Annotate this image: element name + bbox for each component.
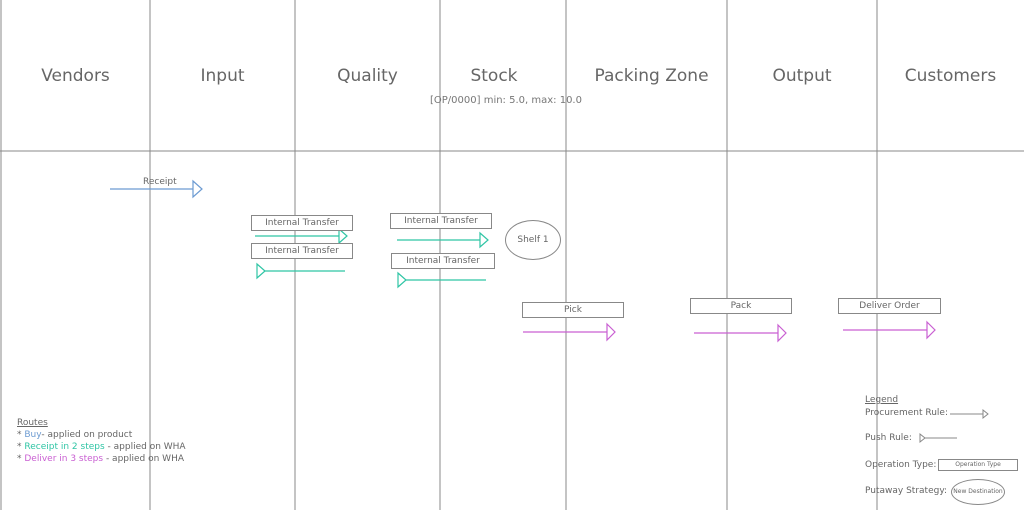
pack-arrow <box>694 323 787 343</box>
operation-internal-transfer[interactable]: Internal Transfer <box>391 253 495 269</box>
legend-panel: Legend Procurement Rule: Push Rule: Oper… <box>865 395 1018 505</box>
route-deliver-detail: - applied on WHA <box>103 454 184 464</box>
internal-transfer-arrow <box>397 231 489 249</box>
route-buy-detail: - applied on product <box>41 430 133 440</box>
route-bullet: * <box>17 454 25 464</box>
legend-operation-type: Operation Type: <box>865 460 937 470</box>
legend-procurement-arrow <box>950 408 989 420</box>
legend-push-rule: Push Rule: <box>865 433 912 443</box>
operation-internal-transfer[interactable]: Internal Transfer <box>390 213 492 229</box>
operation-pick[interactable]: Pick <box>522 302 624 318</box>
route-bullet: * <box>17 430 25 440</box>
internal-transfer-arrow <box>255 227 348 245</box>
column-header-input: Input <box>200 66 245 86</box>
deliver-order-arrow <box>843 320 936 340</box>
operation-pack[interactable]: Pack <box>690 298 792 314</box>
column-header-stock: Stock <box>470 66 518 86</box>
route-buy-name[interactable]: Buy <box>24 430 42 440</box>
legend-putaway-strategy: Putaway Strategy: <box>865 486 948 496</box>
operation-internal-transfer[interactable]: Internal Transfer <box>251 243 353 259</box>
pick-arrow <box>523 322 616 342</box>
routes-panel: Routes * Buy- applied on product * Recei… <box>17 418 186 464</box>
route-bullet: * <box>17 442 25 452</box>
legend-putaway-sample: New Destination <box>951 479 1005 505</box>
legend-operation-type-sample: Operation Type <box>938 459 1018 471</box>
internal-transfer-push-arrow <box>397 271 486 289</box>
operation-deliver-order[interactable]: Deliver Order <box>838 298 941 314</box>
legend-procurement-rule: Procurement Rule: <box>865 408 948 418</box>
routes-title: Routes <box>17 418 48 428</box>
column-header-vendors: Vendors <box>41 66 110 86</box>
route-deliver-name[interactable]: Deliver in 3 steps <box>24 454 104 464</box>
column-header-packing-zone: Packing Zone <box>594 66 709 86</box>
route-receipt: * Receipt in 2 steps - applied on WHA <box>17 442 186 452</box>
column-header-output: Output <box>772 66 832 86</box>
internal-transfer-push-arrow <box>256 262 345 280</box>
route-receipt-detail: - applied on WHA <box>104 442 186 452</box>
receipt-label: Receipt <box>143 177 177 187</box>
legend-push-arrow <box>919 432 957 444</box>
column-header-quality: Quality <box>337 66 398 86</box>
receipt-arrow <box>110 179 203 199</box>
route-buy: * Buy- applied on product <box>17 430 186 440</box>
column-header-customers: Customers <box>904 66 997 86</box>
route-deliver: * Deliver in 3 steps - applied on WHA <box>17 454 186 464</box>
putaway-shelf[interactable]: Shelf 1 <box>505 220 561 260</box>
operation-internal-transfer[interactable]: Internal Transfer <box>251 215 353 231</box>
stock-reorder-rule: [OP/0000] min: 5.0, max: 10.0 <box>430 95 582 106</box>
legend-title: Legend <box>865 395 899 405</box>
route-receipt-name[interactable]: Receipt in 2 steps <box>24 442 105 452</box>
